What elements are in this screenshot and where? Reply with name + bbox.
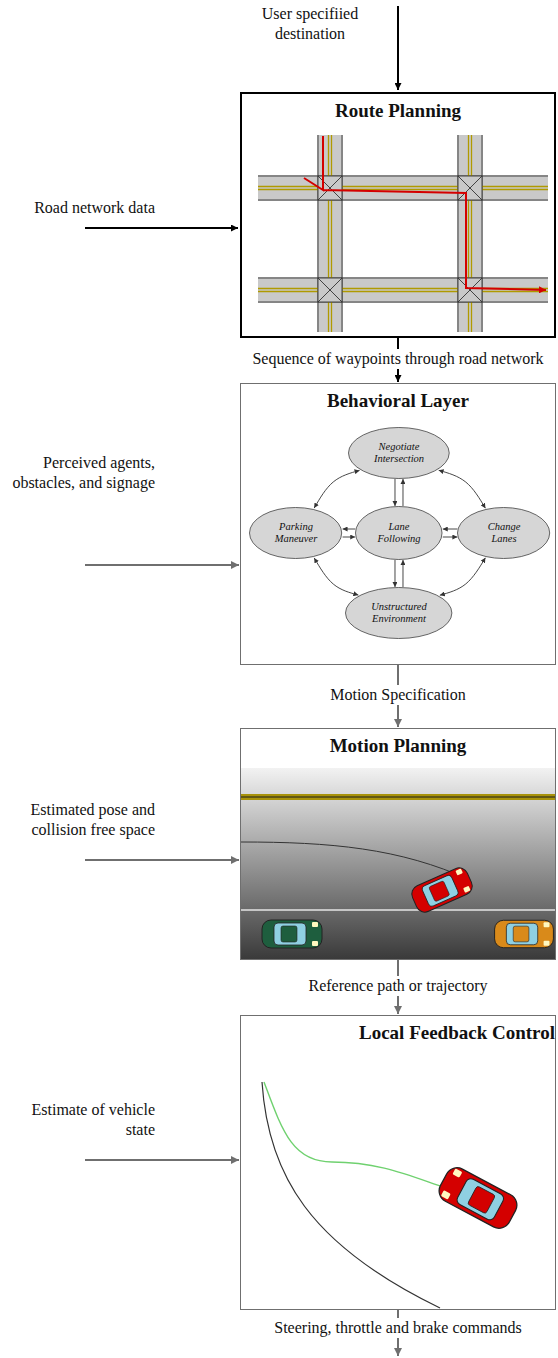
layer-box: Local Feedback Control	[240, 1015, 556, 1310]
state-label: Change Lanes	[474, 521, 534, 544]
route-path	[304, 136, 546, 290]
road-scene	[241, 768, 555, 959]
layer-box: Behavioral LayerNegotiate IntersectionPa…	[240, 383, 556, 665]
behavior-state: Parking Maneuver	[249, 507, 342, 559]
transition-arrow	[439, 470, 486, 508]
state-ellipse	[356, 507, 443, 560]
transition-arrow	[343, 529, 356, 530]
signal-label: User specifiied destination	[230, 4, 390, 44]
behavior-state: Negotiate Intersection	[348, 427, 450, 479]
transition-arrow	[402, 560, 403, 587]
perception-arrow	[85, 564, 239, 566]
state-ellipse	[458, 508, 550, 559]
transition-arrow	[343, 537, 356, 538]
state-label: Unstructured Environment	[364, 601, 434, 624]
parked-car	[495, 920, 554, 947]
transition-arrow	[394, 560, 395, 587]
flow-label: Motion Specification	[327, 685, 469, 705]
layer-box: Route Planning	[240, 92, 556, 338]
layer-box: Motion Planning	[240, 728, 556, 960]
destination-arrow	[397, 6, 399, 90]
layer-title: Route Planning	[242, 94, 554, 122]
transition-arrow	[314, 470, 359, 508]
state-label: Lane Following	[371, 521, 427, 544]
parked-car	[262, 920, 322, 948]
signal-label: Perceived agents, obstacles, and signage	[5, 453, 155, 493]
ego-car	[435, 1164, 521, 1233]
layer-title: Local Feedback Control	[359, 1016, 555, 1044]
state-arrow	[85, 1159, 239, 1161]
state-ellipse	[250, 508, 342, 559]
state-ellipse	[346, 588, 452, 639]
behavior-state: Unstructured Environment	[345, 587, 452, 639]
signal-label: Estimated pose and collision free space	[5, 800, 155, 840]
flow-label: Sequence of waypoints through road netwo…	[249, 349, 546, 369]
layer-title: Motion Planning	[241, 729, 555, 757]
road-data-arrow	[85, 227, 238, 229]
ego-car	[409, 865, 475, 915]
behavior-state: Lane Following	[355, 506, 443, 560]
transition-arrow	[314, 558, 358, 595]
transition-arrow	[443, 529, 458, 530]
state-label: Negotiate Intersection	[366, 441, 432, 464]
state-label: Parking Maneuver	[266, 521, 326, 544]
pose-arrow	[85, 859, 239, 861]
signal-label: Estimate of vehicle state	[5, 1100, 155, 1140]
flow-label: Reference path or trajectory	[305, 976, 490, 996]
road-grid	[258, 135, 548, 332]
transition-arrow	[402, 479, 403, 506]
layer-title: Behavioral Layer	[241, 384, 555, 412]
transition-arrow	[394, 479, 395, 506]
signal-label: Road network data	[5, 198, 155, 218]
tracking-scene	[262, 1082, 521, 1308]
state-ellipse	[349, 428, 450, 479]
transition-arrow	[440, 558, 486, 595]
behavior-state: Change Lanes	[457, 507, 550, 559]
transition-arrow	[443, 537, 458, 538]
signal-label: Steering, throttle and brake commands	[271, 1318, 524, 1338]
